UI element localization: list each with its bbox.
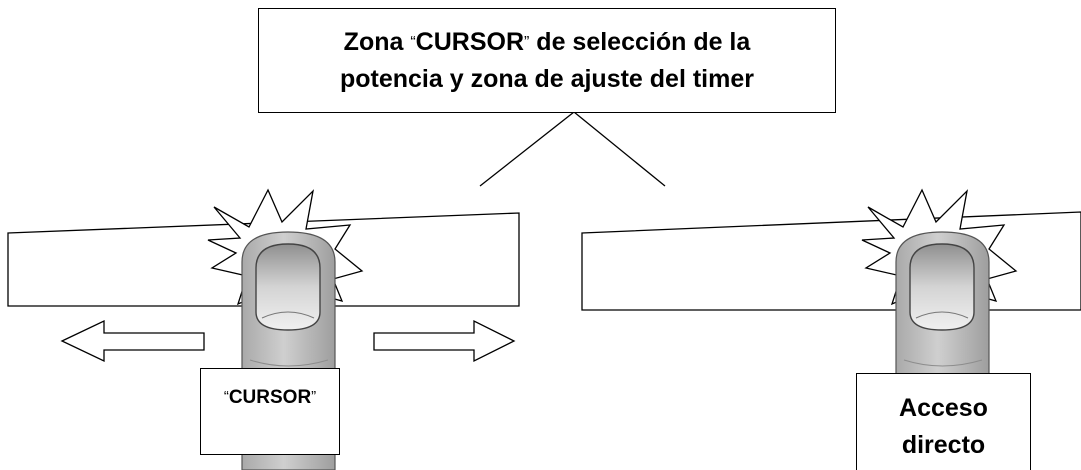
zone-callout-prefix: Zona <box>343 28 404 56</box>
close-quote: ” <box>524 34 530 51</box>
direct-access-callout: Acceso directo <box>856 373 1031 470</box>
cursor-callout: “CURSOR” <box>200 368 340 455</box>
open-quote: “ <box>223 388 229 405</box>
zone-callout-line2: potencia y zona de ajuste del timer <box>339 65 754 93</box>
close-quote: ” <box>311 388 317 405</box>
zone-callout-quoted: CURSOR <box>415 28 525 56</box>
direct-access-line1: Acceso <box>899 394 988 422</box>
direct-access-line2: directo <box>901 431 986 459</box>
cursor-label: CURSOR <box>228 387 312 408</box>
zone-callout-suffix: de selección de la <box>536 28 751 56</box>
fingernail-right <box>909 243 975 331</box>
arrow-right-icon <box>373 319 516 363</box>
open-quote: “ <box>410 34 416 51</box>
callout-pointer-lines <box>479 111 666 187</box>
fingernail-left <box>255 243 321 331</box>
arrow-left-icon <box>60 319 205 363</box>
direct-access-touch-panel <box>581 211 1081 311</box>
zone-callout: Zona “CURSOR” de selección de la potenci… <box>258 8 836 113</box>
